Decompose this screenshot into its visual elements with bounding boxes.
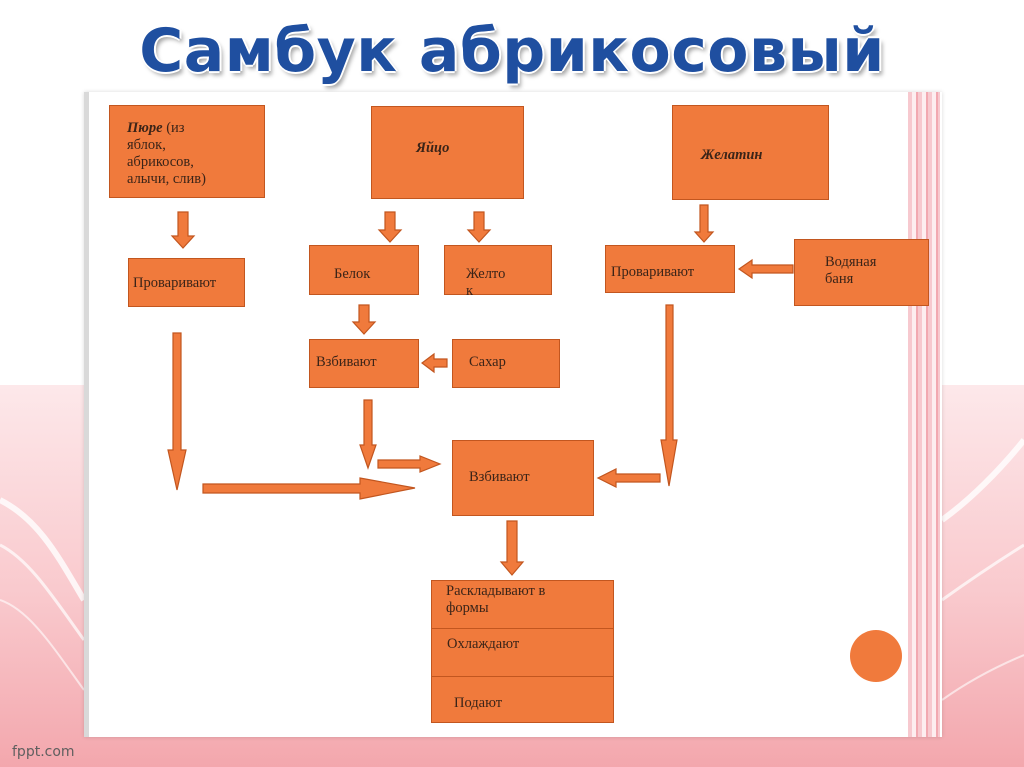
page-title: Самбук абрикосовый [139,16,885,86]
ohlazhdayut-label: Охлаждают [447,636,520,652]
belok-label: Белок [334,266,371,282]
yaitso-label: Яйцо [416,140,450,156]
watermark-fppt: fppt.com [12,744,75,760]
pure-label-rest-2: яблок, [127,137,166,153]
frame-right-stripes [908,92,940,737]
box-zheltok: Желто к [444,245,552,299]
arrow-right-to-center [596,468,661,488]
arrow-vzbivayut-down [359,399,377,470]
box-final-stack: Раскладывают в формы Охлаждают Подают [431,580,614,723]
zheltok-label-1: Желто [466,266,506,282]
provarivayut-right-label: Проваривают [611,264,695,280]
raskladyvayut-label-1: Раскладывают в [446,583,546,599]
sahar-label: Сахар [469,354,506,370]
box-provarivayut-right: Проваривают [605,245,735,293]
box-yaitso: Яйцо [371,106,524,199]
vodyanaya-label-2: баня [825,271,854,287]
box-belok: Белок [309,245,419,295]
vodyanaya-label-1: Водяная [825,254,877,270]
arrow-right-long-down [660,304,678,487]
arrow-yaitso-belok [377,211,403,243]
arrow-sahar-vzbivayut [421,352,448,374]
arrow-pure-down [170,211,196,249]
decorative-orange-circle [850,630,902,682]
pure-label-rest-1: (из [162,120,185,136]
arrow-zhelatin-down [693,204,715,243]
box-pure: Пюре (из яблок, абрикосов, алычи, слив) [109,105,265,198]
pure-label-rest-4: алычи, слив) [127,171,206,187]
zhelatin-label: Желатин [701,147,763,163]
arrow-banya-provarivayut [737,258,794,280]
final-row-podayut: Подают [432,677,613,721]
vzbivayut-center-label: Взбивают [469,469,530,485]
arrow-left-long-down [167,332,187,491]
podayut-label: Подают [454,695,503,711]
arrow-center-down [499,520,525,576]
box-zhelatin: Желатин [672,105,829,200]
vzbivayut-top-label: Взбивают [316,354,377,370]
arrow-yaitso-zheltok [466,211,492,243]
zheltok-label-2: к [466,283,474,299]
provarivayut-left-label: Проваривают [133,275,217,291]
box-sahar: Сахар [452,339,560,388]
box-vodyanaya-banya: Водяная баня [794,239,929,306]
box-provarivayut-left: Проваривают [128,258,245,307]
pure-label-rest-3: абрикосов, [127,154,194,170]
frame-left-border [84,92,89,737]
box-vzbivayut-center: Взбивают [452,440,594,516]
raskladyvayut-label-2: формы [446,600,489,616]
final-row-raskladyvayut: Раскладывают в формы [432,581,613,629]
arrow-belok-vzbivayut [351,304,377,335]
arrow-into-center [377,455,442,473]
pure-label-bold: Пюре [127,120,163,136]
arrow-left-long-right [202,477,416,500]
final-row-ohlazhdayut: Охлаждают [432,629,613,677]
box-vzbivayut-top: Взбивают [309,339,419,388]
